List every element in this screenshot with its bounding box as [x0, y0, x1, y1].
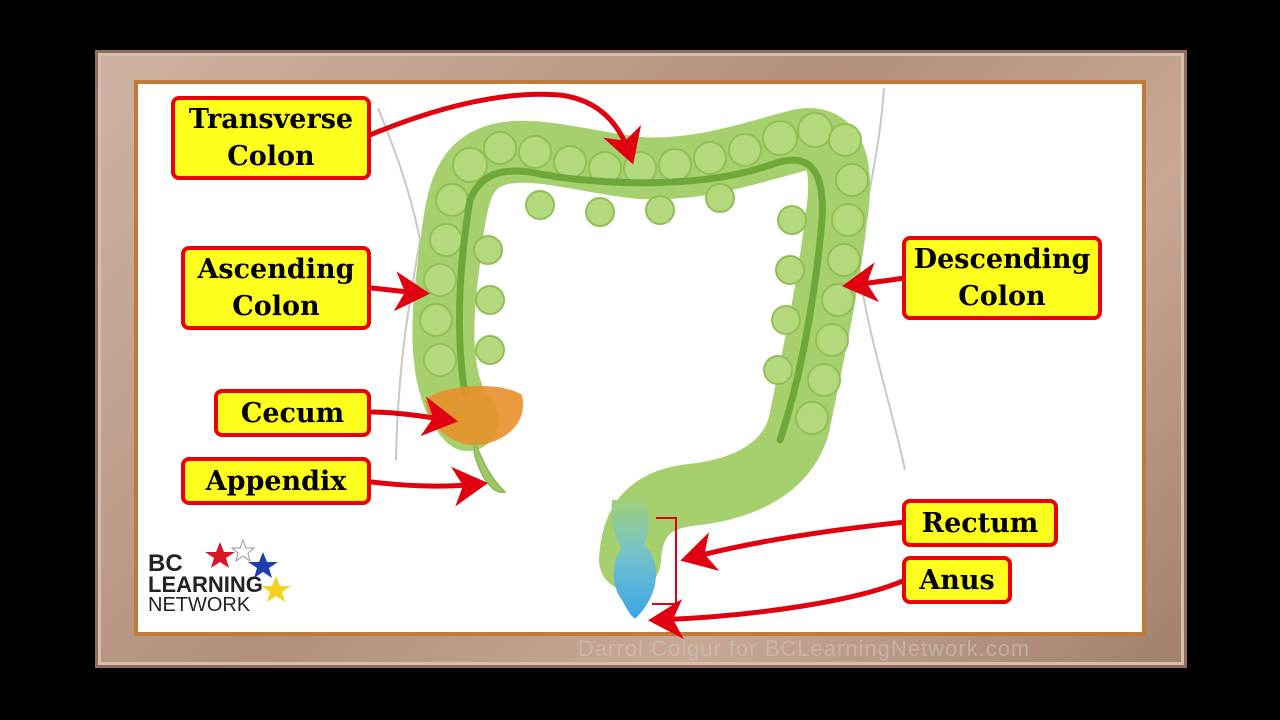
body-outline-left — [377, 107, 422, 461]
arrow-rectum — [680, 519, 908, 571]
label-transverse-colon: Transverse Colon — [171, 96, 371, 180]
label-descending-colon: Descending Colon — [902, 236, 1102, 320]
watermark-credit: Darrol Colgur for BCLearningNetwork.com — [578, 636, 1031, 661]
arrow-descending — [842, 262, 908, 303]
logo-text-network: NETWORK — [148, 594, 251, 616]
label-rectum: Rectum — [902, 499, 1058, 547]
cecum-region — [425, 385, 524, 446]
large-intestine — [412, 108, 871, 591]
label-ascending-colon: Ascending Colon — [181, 246, 371, 330]
arrow-ascending — [369, 271, 430, 312]
arrow-transverse — [367, 91, 642, 165]
label-appendix: Appendix — [181, 457, 371, 505]
label-cecum: Cecum — [214, 389, 371, 437]
logo-text-learning: LEARNING — [148, 572, 263, 597]
logo-text-bc: BC — [148, 550, 183, 577]
logo-stars-icon — [205, 540, 291, 602]
bc-learning-network-logo: BC LEARNING NETWORK — [148, 540, 298, 622]
arrow-appendix — [369, 466, 488, 507]
arrow-cecum — [369, 396, 458, 437]
label-anus: Anus — [902, 556, 1012, 604]
rectum-shape — [611, 500, 656, 619]
arrow-anus — [648, 577, 908, 640]
